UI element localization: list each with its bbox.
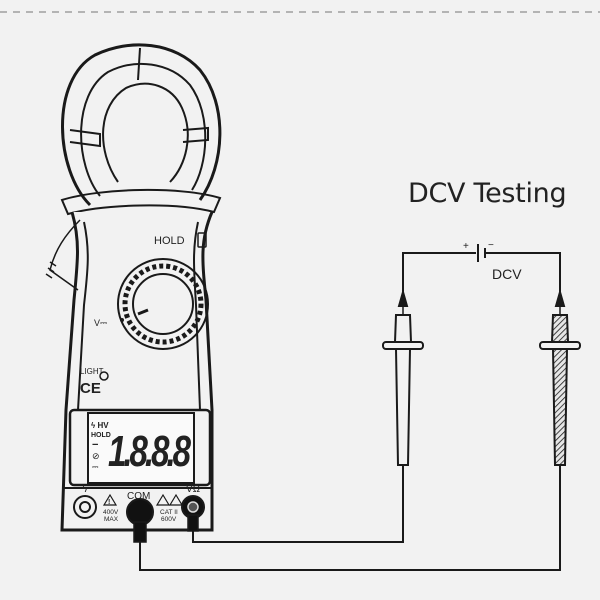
clamp-meter (45, 43, 222, 532)
jaw-tab-right (182, 126, 209, 143)
dc-source-circuit (402, 252, 561, 295)
ce-mark: CE (80, 380, 101, 397)
lcd-icon-battery: ⎓ (92, 462, 99, 471)
warning-symbol: ! (108, 499, 110, 506)
wiring (133, 244, 561, 571)
dial-dcv-marker (120, 318, 124, 322)
com-lead-wire (139, 465, 561, 571)
lcd-screen (87, 412, 195, 484)
light-label: LIGHT (80, 367, 104, 376)
v-lead-wire (192, 465, 404, 543)
lcd-icon-minus: − (92, 439, 98, 451)
light-button[interactable] (99, 371, 109, 381)
dial-dcv-label: V⎓ (94, 318, 107, 328)
jaw-split-line (137, 47, 141, 81)
lcd-icon-hold: HOLD (91, 432, 111, 439)
diagram-title: DCV Testing (408, 178, 567, 209)
com-plug (133, 521, 147, 543)
rating-left-bottom: MAX (104, 516, 119, 523)
dial-knob (132, 273, 194, 335)
rating-right-top: CAT II (160, 509, 178, 516)
lcd-bezel (68, 408, 212, 487)
dcv-source-label: DCV (492, 266, 522, 282)
lcd-digits: 1.8.8.8 (108, 427, 191, 476)
rating-right-bottom: 600V (161, 516, 177, 523)
rating-left-top: 400V (103, 509, 119, 516)
battery-plus: + (463, 241, 469, 252)
left-probe (382, 288, 424, 466)
warning-triangle-right (168, 493, 184, 506)
lcd-icon-hv: ϟ HV (91, 421, 109, 430)
v-plug (187, 514, 199, 532)
battery-minus: − (488, 240, 494, 251)
clamp-jaw-opening (102, 82, 189, 183)
right-probe (539, 288, 581, 466)
jack-v-ohm-label: VΩ (186, 484, 201, 495)
hold-button[interactable] (197, 232, 207, 248)
clamp-jaw (61, 43, 222, 207)
dial-grip (122, 263, 204, 345)
hold-label: HOLD (154, 235, 185, 247)
dial-pointer (137, 308, 149, 316)
clamp-jaw-inner (80, 62, 207, 197)
rotary-dial[interactable] (117, 258, 209, 350)
lightning-jack[interactable] (73, 495, 97, 519)
meter-collar (60, 188, 222, 216)
meter-body-inner (77, 221, 201, 411)
jaw-tab-left (69, 129, 101, 148)
lightning-symbol: ϟ (82, 484, 88, 495)
warning-triangle-left (102, 493, 118, 506)
jack-com-label: COM (127, 491, 150, 502)
warning-triangle-mid (155, 493, 171, 506)
lcd-icon-apo: ⊘ (92, 451, 100, 461)
com-jack[interactable] (126, 498, 154, 526)
